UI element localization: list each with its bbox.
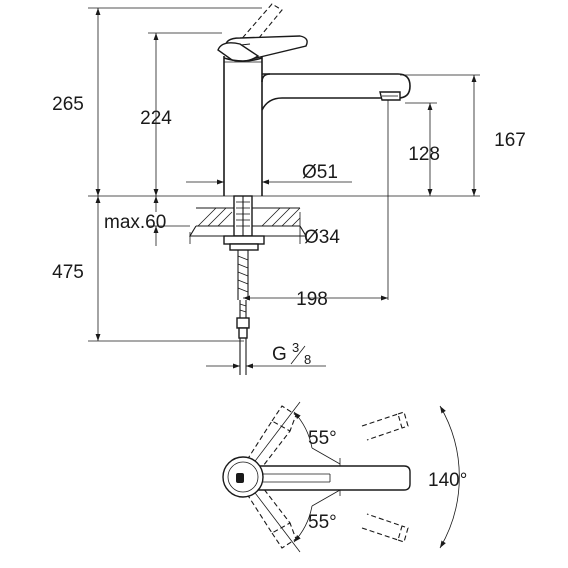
- lever-rotated-up: [246, 405, 297, 471]
- spout-height-label: 167: [494, 130, 526, 151]
- thread-denominator: 8: [304, 352, 311, 367]
- total-height-label: 265: [52, 94, 84, 115]
- thread-letter: G: [272, 344, 287, 365]
- below-deck-label: 475: [52, 262, 84, 283]
- faucet-body: [223, 56, 263, 196]
- max-deck-label: max.60: [104, 212, 166, 233]
- supply-hoses: [236, 250, 250, 375]
- thread-label: G 3 8: [272, 340, 311, 367]
- spout-reach-label: 198: [296, 289, 328, 310]
- vertical-dimensions: [95, 7, 477, 341]
- spout-swivel-down: [361, 513, 409, 543]
- spout: [261, 73, 411, 111]
- extension-lines: [88, 7, 480, 342]
- thread-numerator: 3: [292, 340, 299, 355]
- swivel-angle-label: 140°: [428, 470, 467, 491]
- outlet-height-label: 128: [408, 144, 440, 165]
- spout-swivel-up: [361, 411, 409, 441]
- body-diameter-label: Ø51: [302, 162, 338, 183]
- lever-rotated-down: [246, 483, 297, 549]
- top-body: [222, 456, 411, 498]
- lever-handle-raised: [231, 3, 283, 57]
- hole-diameter-label: Ø34: [304, 227, 340, 248]
- upper-angle-label: 55°: [308, 428, 337, 449]
- side-elevation: 265 224 167 128 Ø51 max.60 Ø34 475 198 G…: [52, 3, 526, 375]
- body-height-label: 224: [140, 108, 172, 129]
- lower-angle-label: 55°: [308, 512, 337, 533]
- mounting-shank: [223, 195, 265, 251]
- horizontal-dimensions: [186, 179, 388, 369]
- top-view: 55° 55° 140°: [222, 401, 467, 553]
